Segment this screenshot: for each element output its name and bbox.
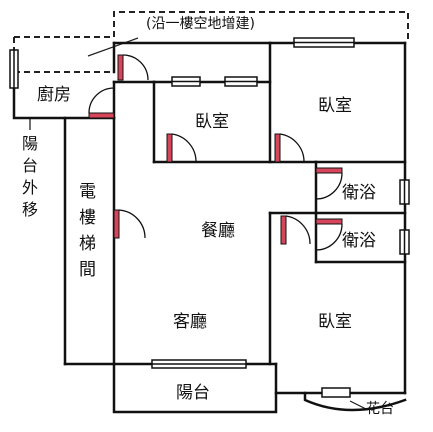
door-bedroom-top-right <box>274 133 305 163</box>
label-elevator-stair: 電 樓 梯 間 <box>79 182 96 280</box>
label-living: 客廳 <box>173 312 207 332</box>
door-bath-lower <box>315 218 343 251</box>
door-annex <box>117 54 149 81</box>
label-flower-bay: 花台 <box>366 401 394 417</box>
svg-text:電: 電 <box>79 182 96 202</box>
label-kitchen: 廚房 <box>37 84 71 105</box>
windows <box>9 37 410 398</box>
label-bath-lower: 衛浴 <box>342 231 376 251</box>
door-kitchen <box>88 87 115 119</box>
svg-text:外: 外 <box>22 178 38 197</box>
label-dining: 餐廳 <box>201 221 235 241</box>
annex-label: (沿一樓空地增建) <box>146 16 255 32</box>
label-bedroom-top-right: 臥室 <box>318 96 352 116</box>
doors <box>88 54 343 251</box>
svg-text:移: 移 <box>22 200 38 219</box>
door-bedroom-middle <box>166 133 197 163</box>
label-bedroom-bottom-right: 臥室 <box>318 312 352 332</box>
annex-dashed-outline <box>13 11 409 73</box>
svg-text:間: 間 <box>79 260 96 280</box>
door-elevator <box>113 209 146 239</box>
label-bath-upper: 衛浴 <box>342 183 376 203</box>
svg-text:陽: 陽 <box>22 134 38 153</box>
label-bedroom-middle: 臥室 <box>195 112 229 132</box>
svg-text:台: 台 <box>22 156 38 175</box>
flower-bay-leader <box>349 400 367 410</box>
door-bedroom-bottom-right <box>280 215 311 245</box>
door-bath-upper <box>315 167 343 200</box>
label-balcony-moved: 陽 台 外 移 <box>22 118 38 219</box>
label-balcony: 陽台 <box>176 383 210 403</box>
svg-text:梯: 梯 <box>79 234 96 254</box>
svg-text:樓: 樓 <box>79 208 96 228</box>
